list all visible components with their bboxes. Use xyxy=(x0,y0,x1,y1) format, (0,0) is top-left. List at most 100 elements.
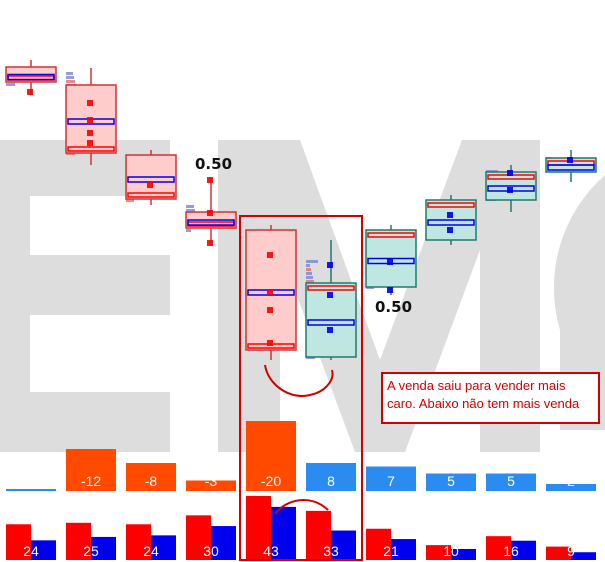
volume-value: 16 xyxy=(503,543,519,559)
volume-buy-bar xyxy=(211,526,236,560)
volume-tick xyxy=(306,272,312,275)
volume-tick xyxy=(186,229,191,232)
delta-bar xyxy=(366,466,416,491)
highlight-box xyxy=(239,215,363,561)
delta-bar xyxy=(426,473,476,491)
watermark-stroke xyxy=(30,255,170,315)
volume-tick xyxy=(6,83,15,86)
watermark-stroke xyxy=(553,175,605,430)
delta-bar xyxy=(66,449,116,491)
volume-value: 24 xyxy=(143,543,159,559)
delta-value: 5 xyxy=(447,473,455,489)
price-label: 0.50 xyxy=(195,155,233,173)
volume-tick xyxy=(306,260,318,263)
volume-value: 33 xyxy=(323,543,339,559)
trade-marker xyxy=(207,177,213,183)
trade-marker xyxy=(207,210,213,216)
watermark-stroke xyxy=(30,392,170,452)
volume-sell-bar xyxy=(186,515,211,560)
volume-tick xyxy=(186,205,194,208)
trade-marker xyxy=(87,100,93,106)
volume-tick xyxy=(186,209,195,212)
price-label: 0.50 xyxy=(375,298,413,316)
volume-tick xyxy=(306,276,313,279)
volume-buy-bar xyxy=(31,540,56,560)
poc-bar xyxy=(367,232,415,238)
delta-bar xyxy=(126,463,176,491)
footprint-candles xyxy=(5,60,597,360)
volume-sell-bar xyxy=(546,546,571,560)
delta-value: 0 xyxy=(27,473,35,489)
volume-tick xyxy=(66,80,75,83)
trade-marker xyxy=(507,170,513,176)
delta-value: -12 xyxy=(81,473,101,489)
annotation-note: A venda saiu para vender mais caro. Abai… xyxy=(381,372,600,424)
volume-value: 21 xyxy=(383,543,399,559)
volume-sell-bar xyxy=(6,524,31,560)
trade-marker xyxy=(267,307,273,313)
volume-sell-bar xyxy=(486,536,511,560)
trade-marker xyxy=(447,212,453,218)
volume-value: 9 xyxy=(567,543,575,559)
trade-marker xyxy=(207,240,213,246)
volume-tick xyxy=(306,280,314,283)
volume-buy-bar xyxy=(391,539,416,560)
trade-marker xyxy=(267,289,273,295)
volume-buy-bar xyxy=(511,540,536,560)
trade-marker xyxy=(327,262,333,268)
trade-marker xyxy=(27,89,33,95)
highlight-overlay xyxy=(239,215,363,561)
delta-value: -8 xyxy=(145,473,158,489)
watermark-stroke xyxy=(0,140,30,452)
trade-marker xyxy=(327,327,333,333)
trade-marker xyxy=(567,157,573,163)
value-bar xyxy=(547,164,595,171)
trade-marker xyxy=(387,287,393,293)
poc-bar xyxy=(307,285,355,291)
delta-value: 7 xyxy=(387,473,395,489)
volume-tick xyxy=(306,264,310,267)
volume-buy-bar xyxy=(271,506,296,560)
value-bar xyxy=(187,219,235,226)
annotation-curve xyxy=(274,499,329,515)
delta-value: 5 xyxy=(507,473,515,489)
trade-marker xyxy=(507,187,513,193)
volume-tick xyxy=(126,199,134,202)
delta-bar xyxy=(306,463,356,491)
volume-buy-bar xyxy=(151,535,176,560)
poc-bar xyxy=(127,192,175,198)
volume-value: 24 xyxy=(23,543,39,559)
trade-marker xyxy=(267,252,273,258)
delta-bar xyxy=(246,421,296,491)
delta-bar xyxy=(6,489,56,491)
volume-sell-bar xyxy=(126,524,151,560)
delta-bar xyxy=(186,480,236,491)
trade-marker xyxy=(267,340,273,346)
delta-bar xyxy=(546,484,596,491)
volume-value: 30 xyxy=(203,543,219,559)
volume-sell-bar xyxy=(426,545,451,560)
volume-buy-bar xyxy=(91,536,116,560)
volume-value: 25 xyxy=(83,543,99,559)
volume-buy-bar xyxy=(571,552,596,560)
trade-marker xyxy=(87,130,93,136)
volume-buy-bar xyxy=(331,530,356,560)
poc-bar xyxy=(67,146,115,152)
volume-sell-bar xyxy=(66,522,91,560)
trade-marker xyxy=(147,182,153,188)
value-bar xyxy=(307,319,355,326)
poc-bar xyxy=(427,202,475,208)
volume-tick xyxy=(66,72,73,75)
trade-marker xyxy=(327,292,333,298)
volume-sell-bar xyxy=(246,496,271,560)
volume-sell-bar xyxy=(306,510,331,560)
trade-marker xyxy=(387,259,393,265)
trade-marker xyxy=(87,140,93,146)
trade-marker xyxy=(447,227,453,233)
volume-tick xyxy=(66,76,74,79)
delta-value: 8 xyxy=(327,473,335,489)
delta-value: 2 xyxy=(567,473,575,489)
